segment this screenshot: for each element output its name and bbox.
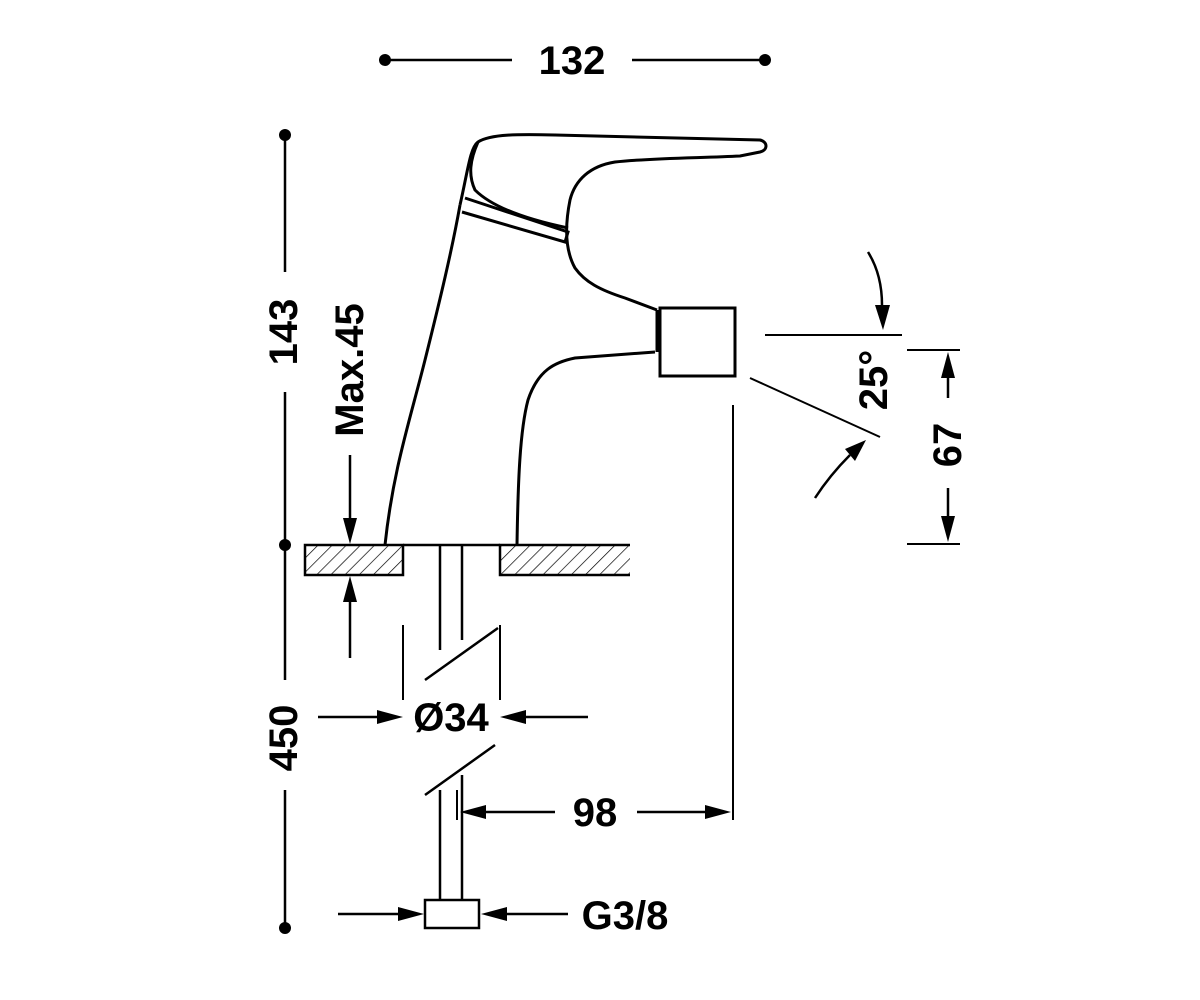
dimension-endpoint-dot <box>279 539 291 551</box>
mixer-body <box>383 133 768 546</box>
shank-diameter-label: Ø34 <box>411 696 491 740</box>
supply-length-label: 450 <box>262 702 306 774</box>
reach-dimension <box>456 405 734 820</box>
thread-dimension <box>338 907 568 921</box>
spout-height-dimension <box>907 349 960 545</box>
dimension-height-label: 143 <box>262 296 306 368</box>
spray-angle-label: 25° <box>852 347 896 413</box>
connection-thread-label: G3/8 <box>579 894 671 938</box>
dimension-endpoint-dot <box>279 129 291 141</box>
dimension-endpoint-dot <box>759 54 771 66</box>
spout-height-label: 67 <box>926 420 970 470</box>
diameter-dimension <box>318 625 588 724</box>
dimension-endpoint-dot <box>279 922 291 934</box>
mounting-deck <box>303 543 630 577</box>
spray-nozzle <box>658 306 737 378</box>
supply-tube <box>424 545 499 900</box>
spout-reach-label: 98 <box>570 791 620 835</box>
max-deck-thickness-label: Max.45 <box>328 301 372 439</box>
connection-nut <box>423 898 481 930</box>
dimension-width-label: 132 <box>536 39 608 83</box>
dimension-endpoint-dot <box>379 54 391 66</box>
spray-angle-dimension <box>749 251 902 499</box>
deck-thickness-arrows <box>343 455 357 658</box>
